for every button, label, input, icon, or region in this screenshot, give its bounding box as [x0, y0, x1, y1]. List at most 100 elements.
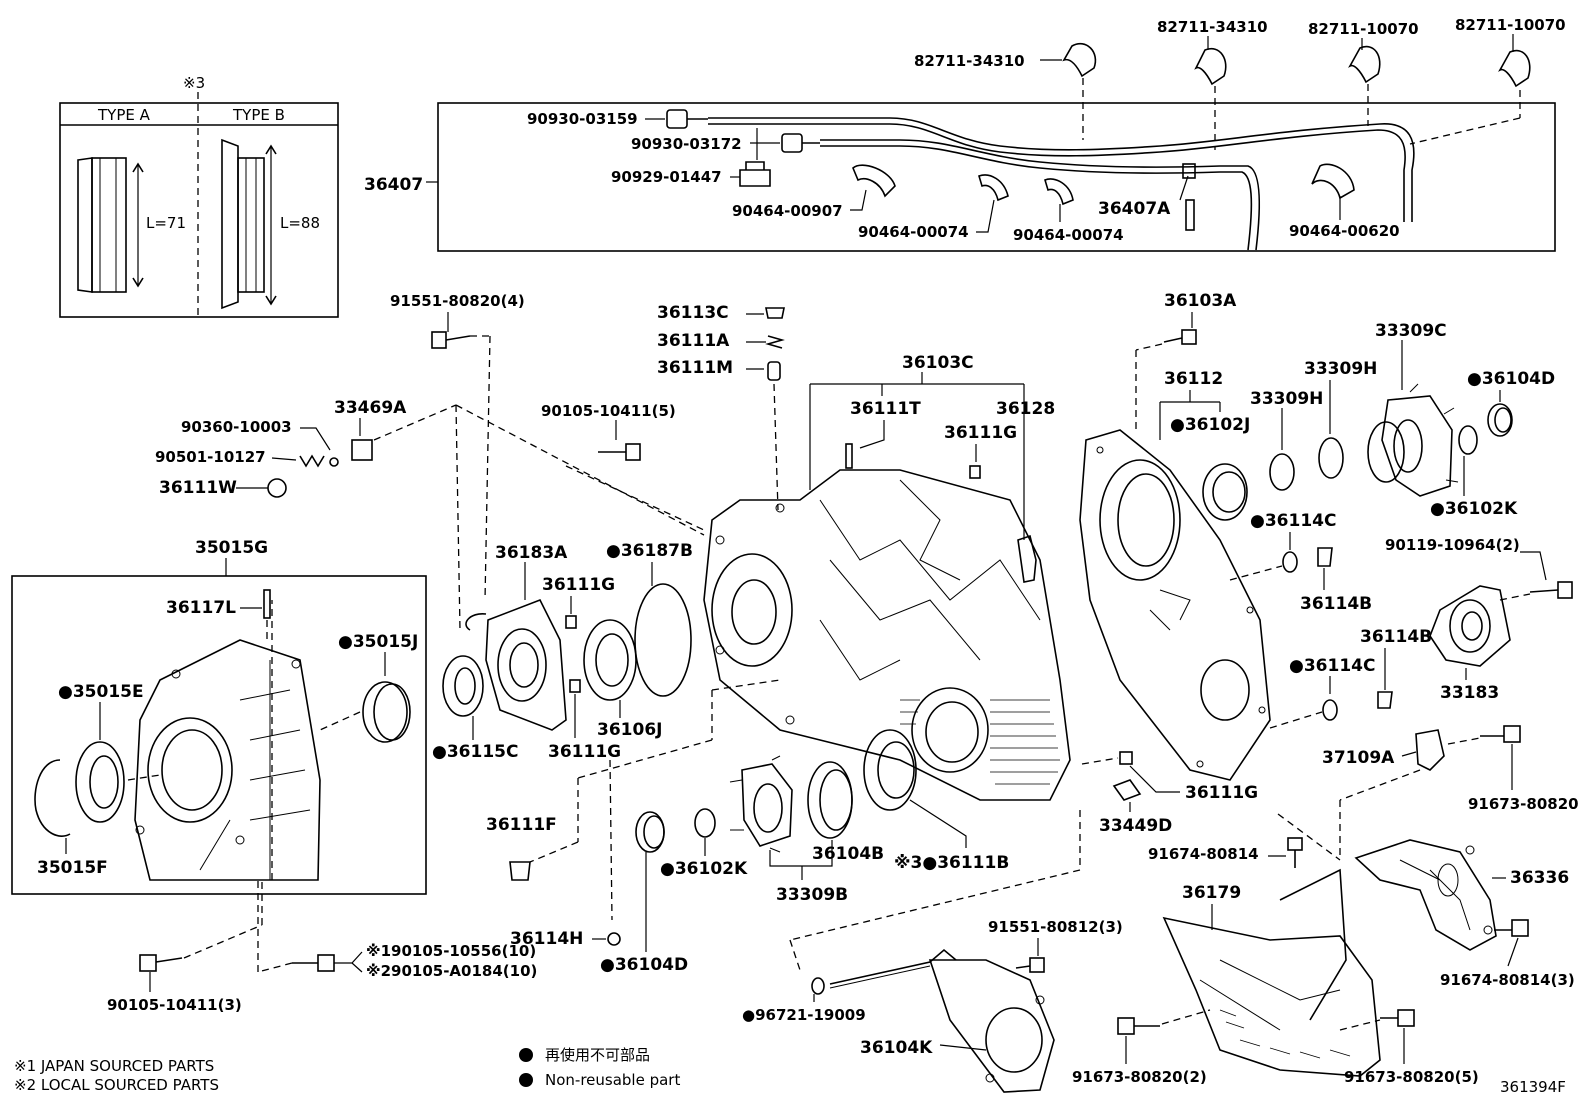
- type-b-length: L=88: [280, 214, 320, 232]
- label-91551-80812-3: 91551-80812(3): [988, 918, 1123, 936]
- label-36111A: 36111A: [657, 331, 730, 351]
- label-82711-10070-mid: 82711-10070: [1308, 20, 1419, 38]
- label-36104D-b: ●36104D: [600, 955, 688, 975]
- bolt-icon: [1480, 725, 1521, 743]
- label-90464-00074-right: 90464-00074: [1013, 226, 1124, 244]
- label-36115C: ●36115C: [432, 742, 518, 762]
- pin-icon: [845, 443, 853, 469]
- label-37109A: 37109A: [1322, 748, 1395, 768]
- inset-marker: ※3: [183, 74, 205, 92]
- plug-icon: [351, 439, 373, 461]
- label-33309H-a: 33309H: [1250, 389, 1323, 409]
- label-90360-10003: 90360-10003: [181, 418, 292, 436]
- o-ring-icon: [694, 808, 716, 838]
- bearing-icon: [863, 729, 917, 811]
- bearing-icon: [75, 741, 125, 823]
- footnotes: ※1 JAPAN SOURCED PARTS ※2 LOCAL SOURCED …: [14, 1057, 219, 1094]
- hose-fitting-icon: [666, 109, 820, 153]
- label-36111G-d: 36111G: [1185, 783, 1258, 803]
- plug-icon: [267, 478, 287, 498]
- label-90930-03159: 90930-03159: [527, 110, 638, 128]
- bottom-left-bolts: 90105-10411(3) ※190105-10556(10) ※290105…: [107, 600, 537, 1014]
- label-90464-00907: 90464-00907: [732, 202, 843, 220]
- bolt-icon: [1529, 581, 1573, 599]
- bolt-icon: [139, 954, 183, 972]
- o-ring-icon: [634, 583, 692, 697]
- footnote-local-sourced: ※2 LOCAL SOURCED PARTS: [14, 1076, 219, 1094]
- oil-pump-group: 36183A ●36115C 36111G 36111G 36106J ●361…: [432, 541, 693, 762]
- front-case-drawing: [703, 469, 1071, 801]
- label-36111G-a: 36111G: [944, 423, 1017, 443]
- label-36113C: 36113C: [657, 303, 729, 323]
- bolt-icon: [1015, 957, 1045, 973]
- label-36111W: 36111W: [159, 478, 237, 498]
- plug-icon: [509, 861, 531, 881]
- label-36103C: 36103C: [902, 353, 974, 373]
- plug-icon: [1317, 547, 1333, 567]
- front-case-group: 36103C 36111T 36128 36111G 36113C 36111: [455, 303, 1071, 801]
- label-36104D-a: ●36104D: [1467, 369, 1555, 389]
- label-36117L: 36117L: [166, 598, 236, 618]
- label-36102K-b: ●36102K: [660, 859, 748, 879]
- gasket-icon: [1112, 779, 1142, 801]
- type-b-title: TYPE B: [232, 106, 285, 124]
- dowel-pin-icon: [969, 465, 981, 479]
- label-91551-80820-4: 91551-80820(4): [390, 292, 525, 310]
- bolt-icon: [1163, 329, 1197, 345]
- label-33183: 33183: [1440, 683, 1499, 703]
- type-a-title: TYPE A: [97, 106, 151, 124]
- left-small-parts: 91551-80820(4) 90360-10003 33469A 90501-…: [155, 292, 525, 631]
- label-90105-10411-3: 90105-10411(3): [107, 996, 242, 1014]
- label-36407A: 36407A: [1098, 199, 1171, 219]
- legend-en-text: Non-reusable part: [545, 1071, 680, 1089]
- bolt-icon: [431, 331, 471, 349]
- ball-icon: [329, 457, 339, 467]
- label-36187B: ●36187B: [606, 541, 693, 561]
- label-36103A: 36103A: [1164, 291, 1237, 311]
- label-90464-00620: 90464-00620: [1289, 222, 1400, 240]
- o-ring-icon: [1458, 425, 1478, 455]
- gasket-icon: [1322, 699, 1338, 721]
- washer-icon: [1318, 437, 1344, 479]
- spring-icon: [299, 454, 325, 468]
- label-90105-10411-5: 90105-10411(5): [541, 402, 676, 420]
- ball-icon: [767, 361, 781, 381]
- dowel-pin-icon: [1119, 751, 1133, 765]
- label-36114B-a: 36114B: [1300, 594, 1372, 614]
- oil-seal-icon: [442, 655, 484, 717]
- oil-seal-icon: [807, 761, 853, 839]
- label-90119-10964-2: 90119-10964(2): [1385, 536, 1520, 554]
- washer-icon: [1269, 453, 1295, 491]
- label-36114C-b: ●36114C: [1289, 656, 1375, 676]
- right-lower-parts: 37109A 91673-80820 91674-80814 36336: [1072, 725, 1579, 1086]
- rotor-drawing: [1429, 585, 1511, 667]
- hose-clip-icon: [1062, 43, 1531, 88]
- plug-icon: [1377, 691, 1393, 709]
- label-36106J: 36106J: [597, 720, 662, 740]
- rear-case-drawing: [1079, 429, 1271, 781]
- label-33309C: 33309C: [1375, 321, 1447, 341]
- o-ring-icon: [811, 977, 825, 995]
- bolt-icon: [1117, 1017, 1160, 1035]
- oil-pump-drawing: [465, 598, 567, 731]
- label-90930-03172: 90930-03172: [631, 135, 742, 153]
- dust-shield-group: 91551-80812(3) ●96721-19009 36104K: [742, 918, 1123, 1093]
- label-33309H-b: 33309H: [1304, 359, 1377, 379]
- label-36111G-c: 36111G: [548, 742, 621, 762]
- lower-center-parts: 36111F 36114H ●36104D ●36102K 36104B 333…: [486, 679, 1258, 975]
- label-36111B: ※3●36111B: [894, 853, 1009, 873]
- label-91673-80820-2: 91673-80820(2): [1072, 1068, 1207, 1086]
- label-90929-01447: 90929-01447: [611, 168, 722, 186]
- label-91673-80820-5: 91673-80820(5): [1344, 1068, 1479, 1086]
- label-96721-19009: ●96721-19009: [742, 1006, 866, 1024]
- label-36102J: ●36102J: [1170, 415, 1250, 435]
- label-36114C-a: ●36114C: [1250, 511, 1336, 531]
- pin-icon: [263, 589, 271, 619]
- oil-seal-icon: [1202, 463, 1248, 521]
- plug-icon: [607, 932, 621, 946]
- dowel-pin-icon: [569, 679, 581, 693]
- legend-jp-text: 再使用不可部品: [545, 1046, 650, 1064]
- spring-icon: [765, 335, 785, 349]
- snap-ring-icon: [34, 759, 71, 837]
- label-36114B-b: 36114B: [1360, 627, 1432, 647]
